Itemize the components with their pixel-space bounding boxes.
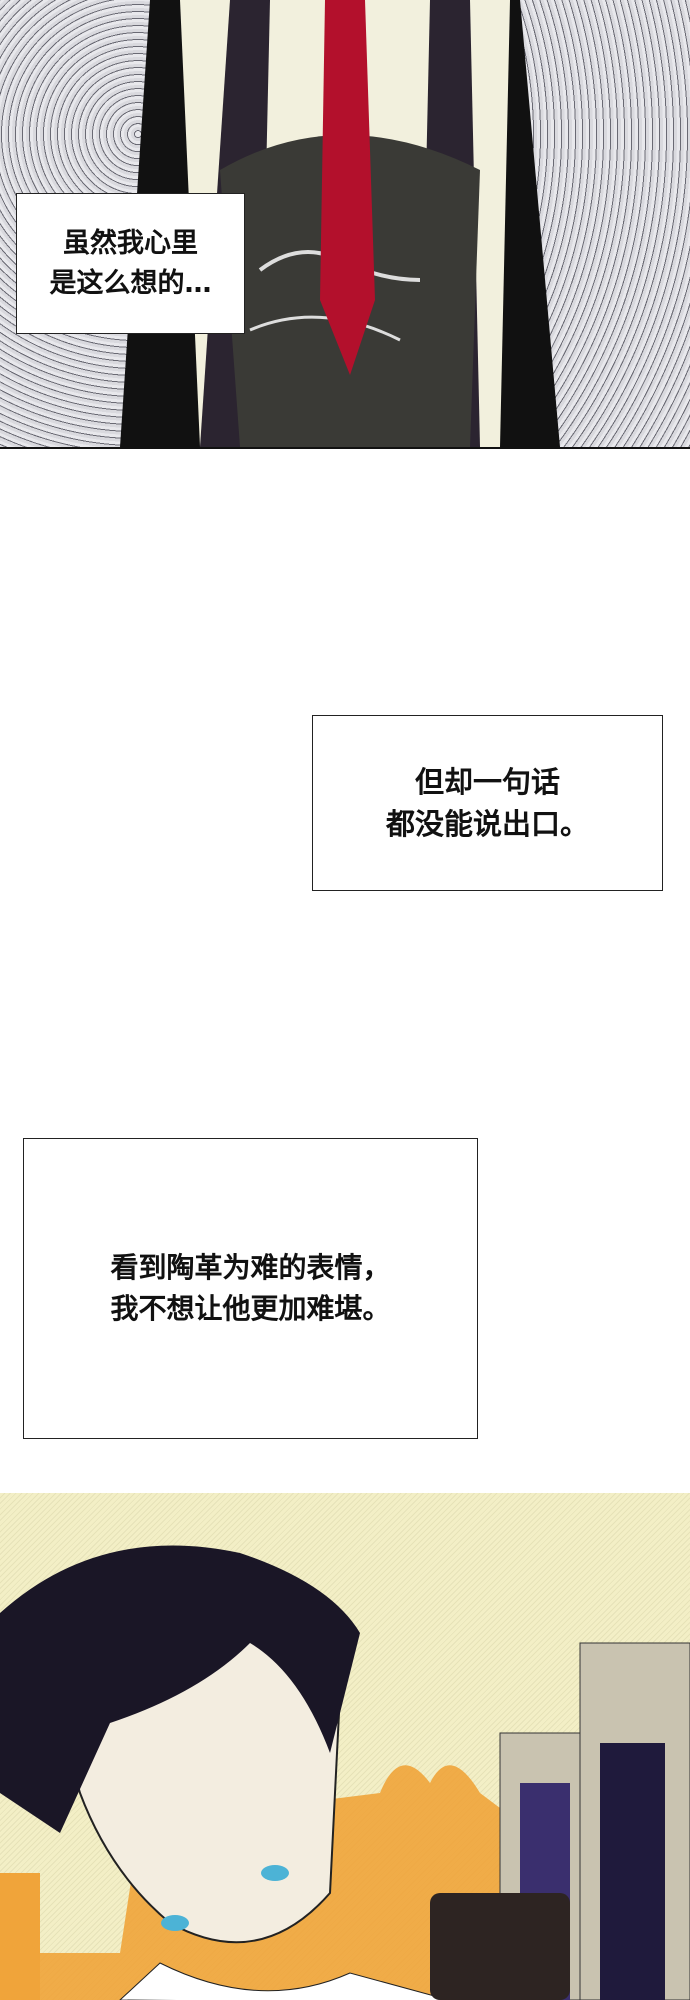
caption-line: 但却一句话 xyxy=(414,764,560,799)
caption-line: 都没能说出口。 xyxy=(385,807,589,841)
caption-line: 我不想让他更加难堪。 xyxy=(110,1291,391,1325)
caption-line: 虽然我心里 xyxy=(63,228,198,260)
comic-panel-dark-figure: 虽然我心里是这么想的… xyxy=(0,0,690,449)
caption-line: 是这么想的… xyxy=(49,267,212,299)
caption-line: 看到陶革为难的表情， xyxy=(110,1250,391,1284)
caption-box-2: 但却一句话都没能说出口。 xyxy=(312,715,663,891)
caption-box-1: 虽然我心里是这么想的… xyxy=(16,193,245,334)
red-tie xyxy=(320,0,375,375)
boy-illustration xyxy=(0,1545,690,2000)
caption-box-3: 看到陶革为难的表情， 我不想让他更加难堪。 xyxy=(23,1138,478,1439)
comic-panel-boy-sunset xyxy=(0,1493,690,2000)
figure-illustration xyxy=(120,0,560,447)
